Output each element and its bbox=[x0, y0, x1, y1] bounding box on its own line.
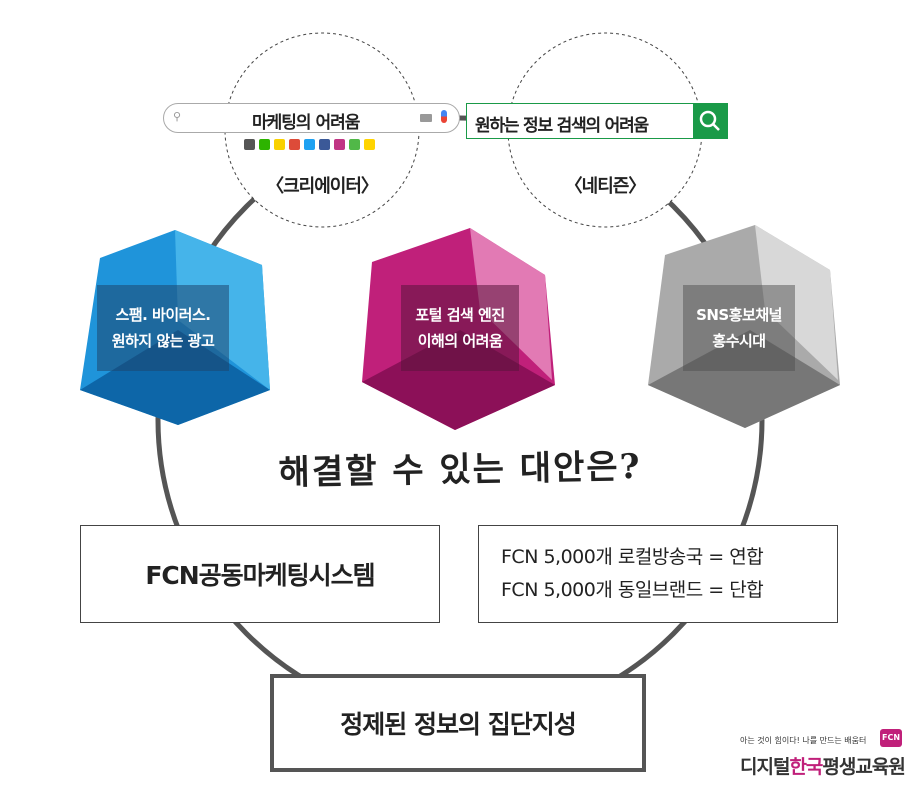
creator-search-bar[interactable]: ⚲ 마케팅의 어려움 bbox=[163, 103, 460, 133]
logo: 아는 것이 힘이다! 나를 만드는 배움터 FCN 디지털한국평생교육원 bbox=[740, 729, 915, 779]
fcn-system-label: FCN공동마케팅시스템 bbox=[145, 561, 375, 590]
search-icon: ⚲ bbox=[173, 110, 182, 123]
mic-icon[interactable] bbox=[441, 110, 447, 123]
logo-name: 디지털 bbox=[740, 756, 790, 778]
social-icons-row bbox=[244, 139, 375, 150]
kakaostory-icon bbox=[364, 139, 375, 150]
cube-text-spam: 스팸. 바이러스. 원하지 않는 광고 bbox=[97, 285, 229, 371]
fcn-network-line: FCN 5,000개 로컬방송국 = 연합 bbox=[501, 546, 764, 568]
fcn-network-box: FCN 5,000개 로컬방송국 = 연합 FCN 5,000개 동일브랜드 =… bbox=[478, 525, 838, 623]
cube-line: 원하지 않는 광고 bbox=[111, 332, 215, 350]
search-button[interactable] bbox=[693, 104, 727, 138]
creator-search-query: 마케팅의 어려움 bbox=[252, 113, 360, 133]
collective-intelligence-label: 정제된 정보의 집단지성 bbox=[340, 710, 576, 739]
logo-name: 한국 bbox=[789, 756, 823, 778]
logo-name: 평생교육원 bbox=[822, 756, 905, 778]
social-icon bbox=[244, 139, 255, 150]
cube-line: 이해의 어려움 bbox=[417, 332, 503, 350]
cube-line: 스팸. 바이러스. bbox=[115, 306, 211, 324]
cube-line: 홍수시대 bbox=[712, 332, 766, 350]
netizen-search-bar[interactable]: 원하는 정보 검색의 어려움 bbox=[466, 103, 728, 139]
facebook-icon bbox=[319, 139, 330, 150]
collective-intelligence-box: 정제된 정보의 집단지성 bbox=[270, 674, 646, 772]
cube-line: SNS홍보채널 bbox=[696, 306, 782, 324]
instagram-icon bbox=[334, 139, 345, 150]
google-plus-icon bbox=[289, 139, 300, 150]
fcn-system-box: FCN공동마케팅시스템 bbox=[80, 525, 440, 623]
search-icon bbox=[699, 110, 720, 131]
netizen-label: 〈네티즌〉 bbox=[564, 176, 647, 197]
blog-icon bbox=[259, 139, 270, 150]
netizen-search-query: 원하는 정보 검색의 어려움 bbox=[475, 116, 649, 136]
twitter-icon bbox=[304, 139, 315, 150]
keyboard-icon[interactable] bbox=[420, 114, 432, 122]
band-icon bbox=[349, 139, 360, 150]
logo-badge: FCN bbox=[880, 729, 902, 747]
logo-tagline: 아는 것이 힘이다! 나를 만드는 배움터 bbox=[740, 736, 867, 745]
kakaotalk-icon bbox=[274, 139, 285, 150]
cube-line: 포털 검색 엔진 bbox=[415, 306, 505, 324]
fcn-network-line: FCN 5,000개 동일브랜드 = 단합 bbox=[501, 579, 764, 601]
creator-label: 〈크리에이터〉 bbox=[266, 176, 379, 197]
